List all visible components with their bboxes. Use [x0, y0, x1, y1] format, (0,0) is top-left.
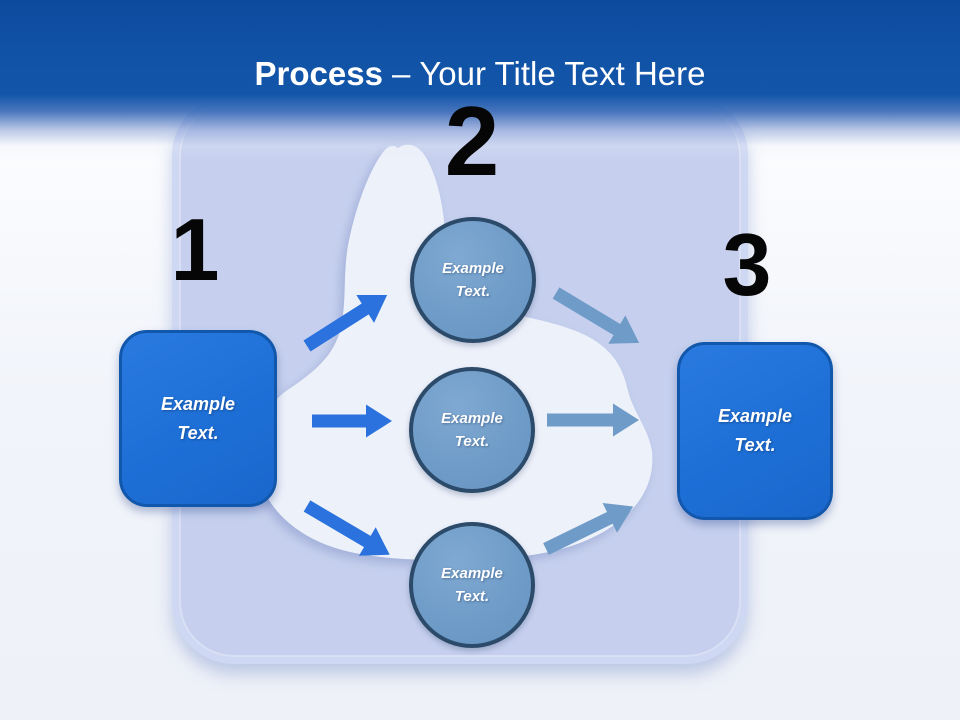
- process-node-top-label: Example Text.: [442, 259, 504, 300]
- step1-box-label: Example Text.: [160, 393, 236, 443]
- process-node-middle-label: Example Text.: [441, 409, 503, 450]
- title-emphasis: Process: [254, 55, 383, 92]
- process-node-top: Example Text.: [410, 217, 536, 343]
- title-dash: –: [391, 55, 411, 92]
- header-band: [0, 0, 960, 160]
- step1-box: Example Text.: [119, 330, 277, 507]
- title-text: Your Title Text Here: [419, 55, 706, 92]
- process-node-middle: Example Text.: [409, 367, 535, 493]
- step-number-1: 1: [170, 200, 220, 299]
- step3-box: Example Text.: [677, 342, 833, 520]
- step-number-3: 3: [722, 215, 772, 314]
- step-number-2: 2: [444, 86, 500, 196]
- process-node-bottom-label: Example Text.: [441, 564, 503, 605]
- slide-title: Process–Your Title Text Here: [0, 55, 960, 92]
- step3-box-label: Example Text.: [717, 406, 793, 455]
- process-node-bottom: Example Text.: [409, 522, 535, 648]
